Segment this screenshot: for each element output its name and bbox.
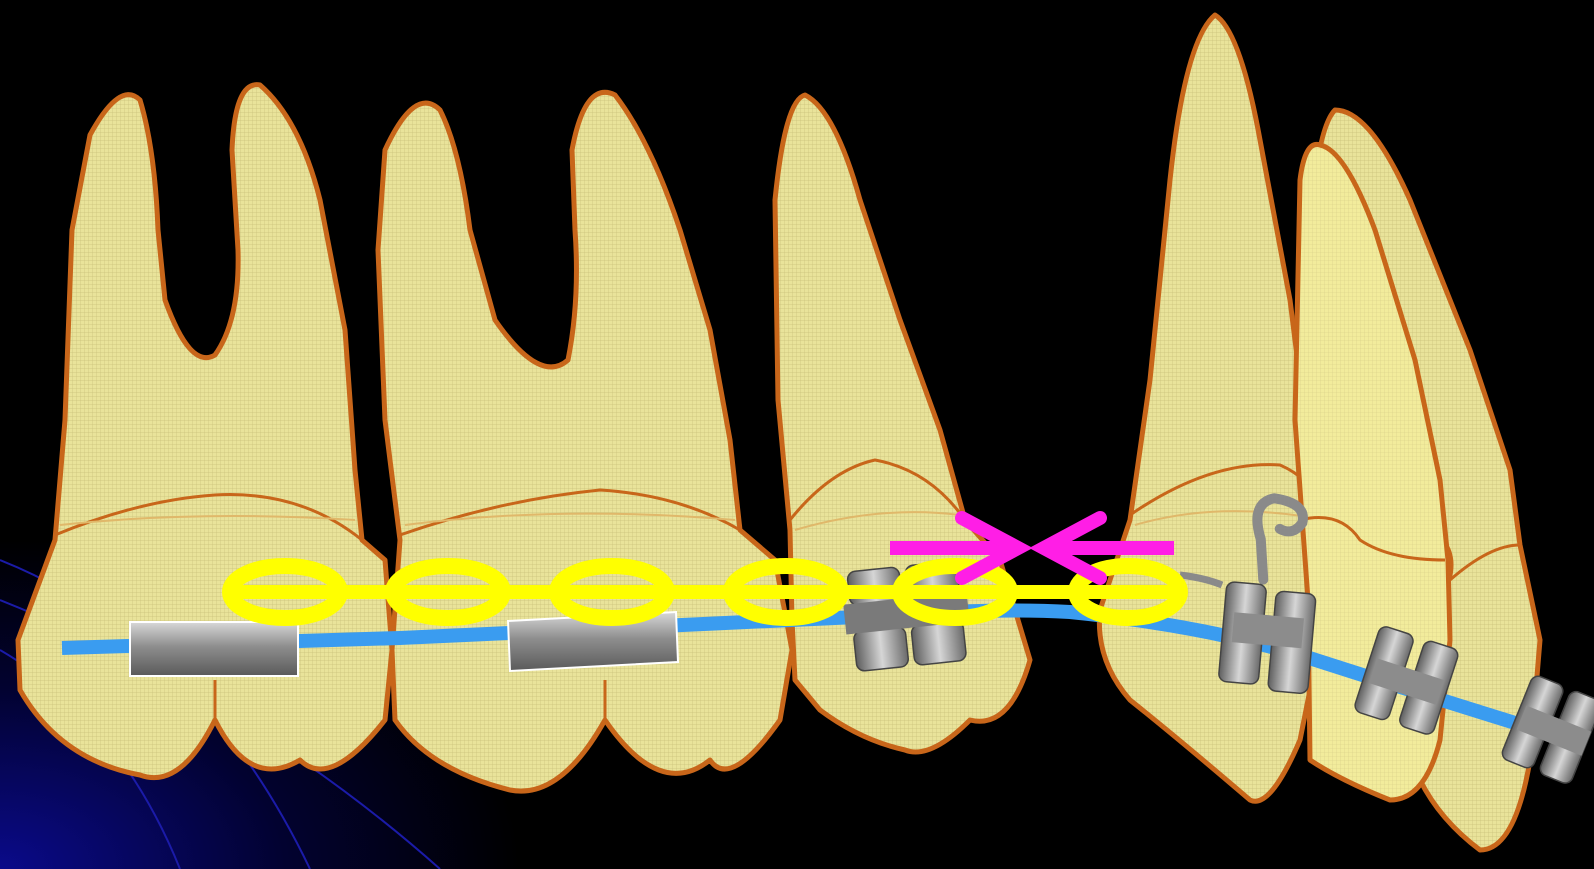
molar-tube-first: [130, 622, 298, 676]
